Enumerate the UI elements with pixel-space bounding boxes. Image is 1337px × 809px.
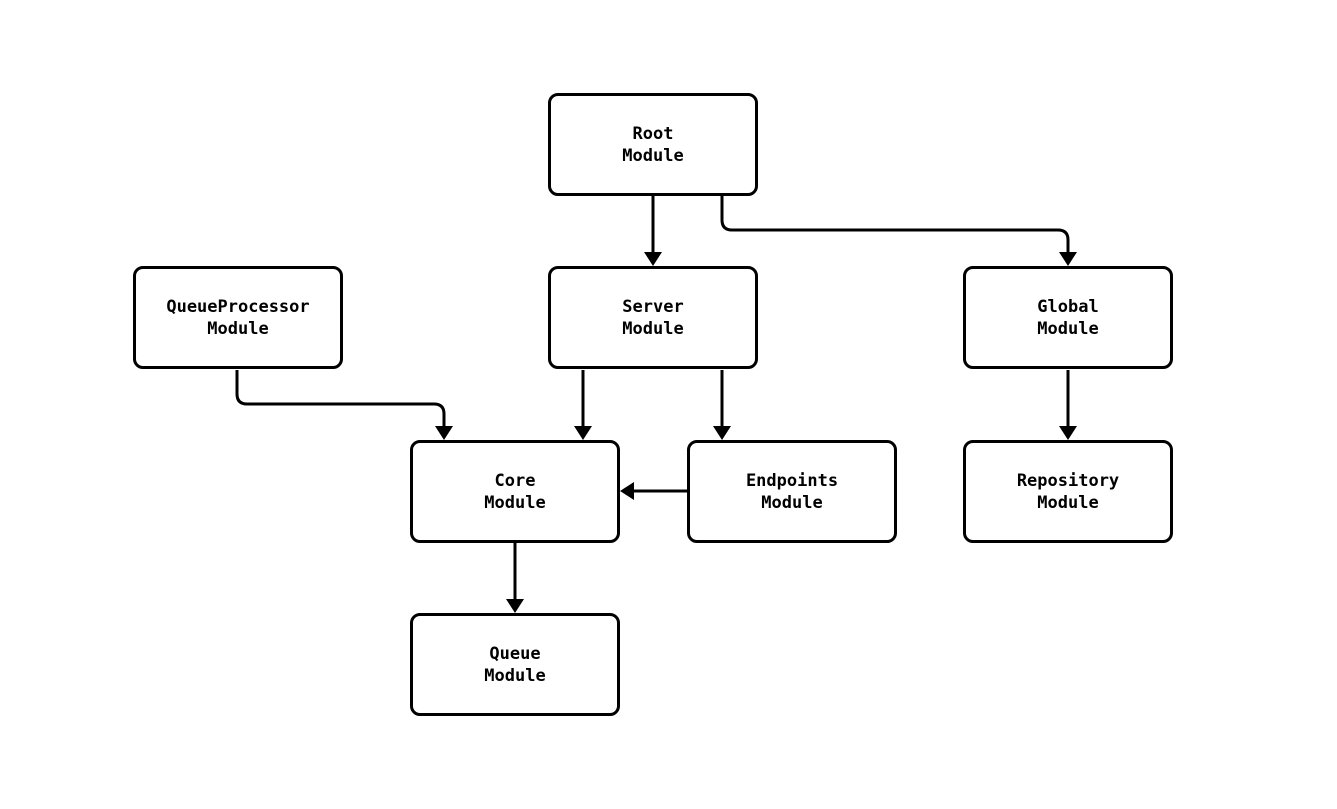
arrowhead-global-repository [1059, 426, 1077, 440]
node-global-label: Global Module [1037, 296, 1099, 339]
node-core-label: Core Module [484, 470, 546, 513]
node-core[interactable]: Core Module [410, 440, 620, 543]
node-queueprocessor[interactable]: QueueProcessor Module [133, 266, 343, 369]
edge-queueprocessor-core [235, 370, 446, 426]
node-endpoints-label: Endpoints Module [745, 470, 839, 513]
node-server-label: Server Module [622, 296, 684, 339]
node-queue[interactable]: Queue Module [410, 613, 620, 716]
node-root-label: Root Module [622, 123, 684, 166]
arrowhead-server-endpoints [713, 426, 731, 440]
node-repository[interactable]: Repository Module [963, 440, 1173, 543]
arrowhead-core-queue [506, 599, 524, 613]
node-queueprocessor-label: QueueProcessor Module [166, 296, 310, 339]
arrowhead-queueprocessor-core [435, 426, 453, 440]
node-global[interactable]: Global Module [963, 266, 1173, 369]
node-server[interactable]: Server Module [548, 266, 758, 369]
arrowhead-root-server [644, 252, 662, 266]
node-queue-label: Queue Module [484, 643, 546, 686]
node-repository-label: Repository Module [1016, 470, 1120, 513]
edge-root-global [720, 196, 1070, 252]
arrowhead-server-core [574, 426, 592, 440]
arrowhead-root-global [1059, 252, 1077, 266]
node-root[interactable]: Root Module [548, 93, 758, 196]
arrowhead-endpoints-core [620, 482, 634, 500]
node-endpoints[interactable]: Endpoints Module [687, 440, 897, 543]
